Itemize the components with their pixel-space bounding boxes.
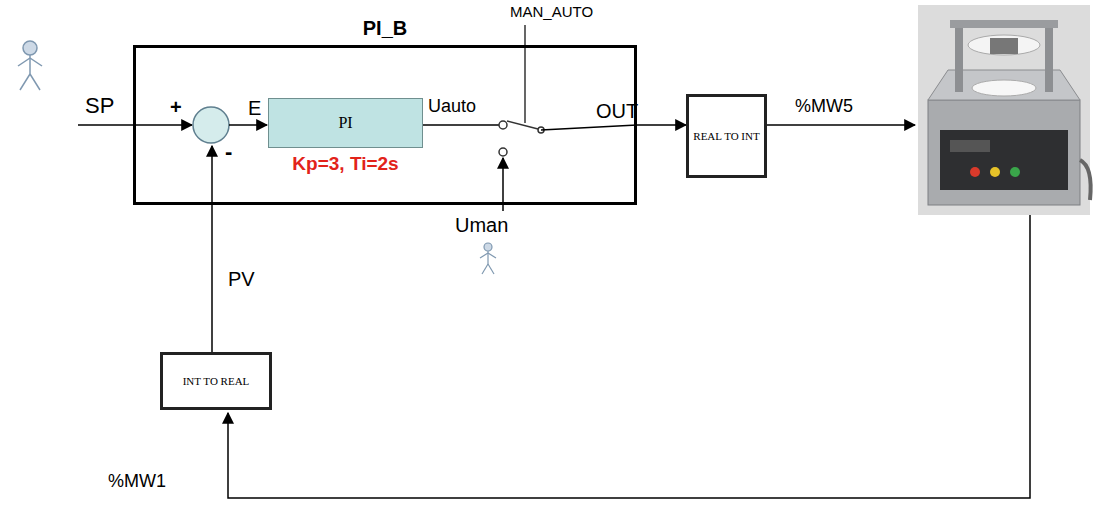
- signal-label: %MW5: [795, 97, 853, 117]
- converter-box: INT TO REAL: [160, 352, 272, 410]
- man-auto-wire: [524, 25, 525, 123]
- error-wire: [229, 124, 267, 126]
- signal-label: +: [170, 96, 182, 118]
- uauto-wire: [423, 124, 499, 126]
- signal-label: Uman: [455, 214, 508, 236]
- operator-icon: [480, 243, 496, 274]
- switch-symbol: [499, 121, 544, 156]
- edge-label: OUT: [596, 100, 638, 122]
- converter-box: REAL TO INT: [686, 94, 767, 178]
- signal-connector: [211, 146, 213, 352]
- plant-illustration: [918, 5, 1091, 215]
- parameter-text: Kp=3, Ti=2s: [259, 153, 432, 175]
- summing-junction: [193, 107, 229, 143]
- signal-label: MAN_AUTO: [510, 4, 593, 21]
- operator-icon: [18, 41, 42, 90]
- signal-label: SP: [85, 94, 114, 118]
- signal-label: PV: [228, 268, 255, 290]
- node-text: REAL TO INT: [693, 130, 759, 142]
- signal-label: Uauto: [428, 97, 476, 117]
- node-text: PI: [338, 114, 352, 132]
- signal-label: %MW1: [108, 472, 166, 492]
- node-text: INT TO REAL: [183, 375, 250, 387]
- signal-connector: [541, 125, 686, 130]
- node-text: PI_B: [136, 17, 634, 40]
- pi-box: PIKp=3, Ti=2s: [268, 98, 423, 148]
- feedback-wire: [228, 215, 1030, 498]
- signal-label: E: [248, 97, 261, 119]
- signal-label: -: [225, 140, 232, 164]
- controller-block: PI_BPIKp=3, Ti=2s: [133, 45, 637, 205]
